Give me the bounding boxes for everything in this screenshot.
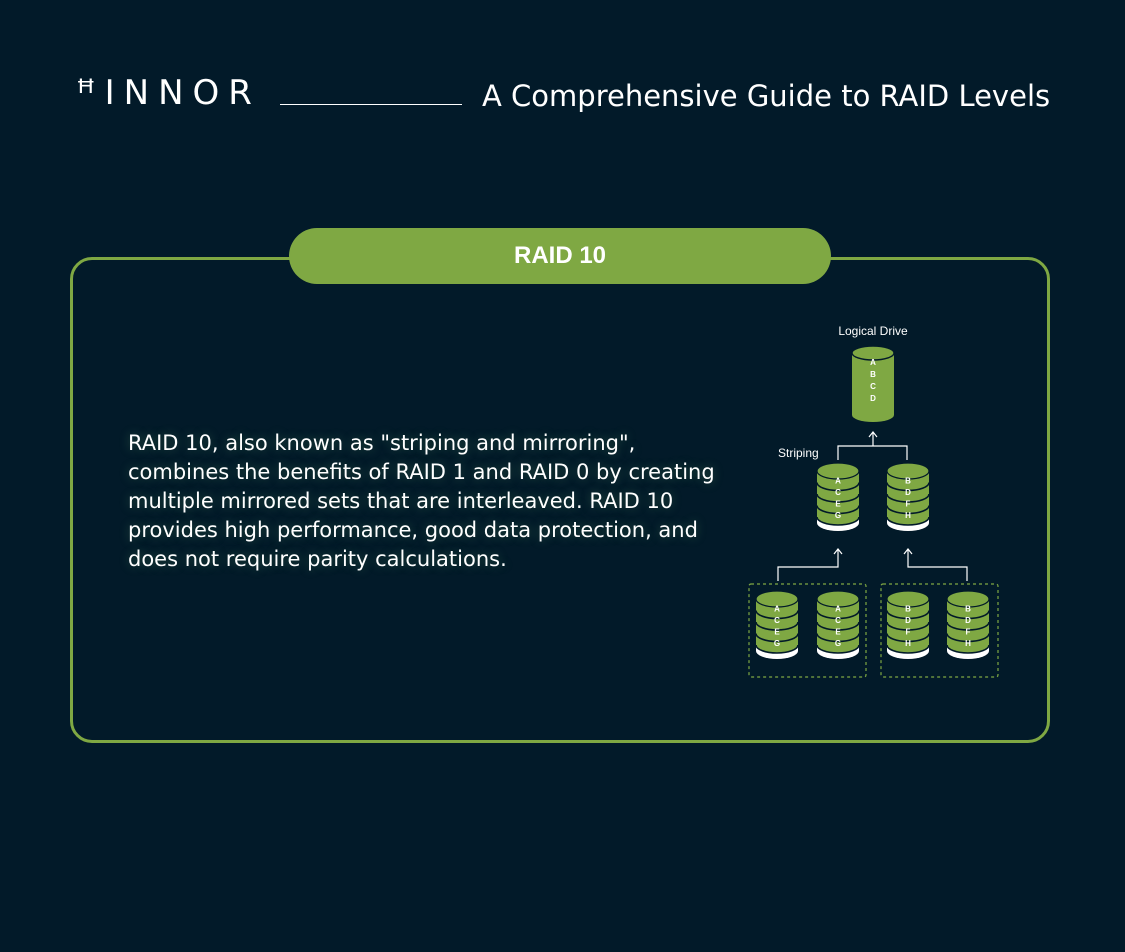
block-label-d: D <box>905 488 911 497</box>
block-label-a: A <box>835 605 841 614</box>
block-label-b: B <box>965 605 971 614</box>
block-label-g: G <box>835 511 841 520</box>
block-label-a: A <box>835 477 841 486</box>
block-label-h: H <box>905 511 911 520</box>
raid-level-heading: RAID 10 <box>289 228 831 284</box>
logical-block-d: D <box>870 394 876 403</box>
block-label-e: E <box>835 628 841 637</box>
raid10-description: RAID 10, also known as "striping and mir… <box>128 431 715 571</box>
striping-label: Striping <box>778 446 819 460</box>
logical-block-a: A <box>870 358 876 367</box>
logical-drive-label: Logical Drive <box>838 324 908 338</box>
mirror-group-left <box>748 583 867 678</box>
block-label-f: F <box>906 500 911 509</box>
block-label-f: F <box>966 628 971 637</box>
header: ꟸINNOR A Comprehensive Guide to RAID Lev… <box>0 0 1125 140</box>
block-label-e: E <box>835 500 841 509</box>
block-label-f: F <box>906 628 911 637</box>
block-label-d: D <box>905 616 911 625</box>
block-label-c: C <box>835 488 841 497</box>
block-label-d: D <box>965 616 971 625</box>
block-label-g: G <box>835 639 841 648</box>
block-label-a: A <box>774 605 780 614</box>
block-label-h: H <box>965 639 971 648</box>
block-label-b: B <box>905 477 911 486</box>
block-label-c: C <box>774 616 780 625</box>
striping-connector <box>837 431 908 460</box>
xinnor-logo: ꟸINNOR <box>76 73 261 113</box>
block-label-b: B <box>905 605 911 614</box>
block-label-g: G <box>774 639 780 648</box>
mirror-connectors <box>777 548 968 581</box>
page-title: A Comprehensive Guide to RAID Levels <box>482 79 1051 113</box>
block-label-h: H <box>905 639 911 648</box>
logical-block-b: B <box>870 370 876 379</box>
mirror-group-right <box>880 583 999 678</box>
header-divider <box>280 104 462 105</box>
logical-block-c: C <box>870 382 876 391</box>
block-label-c: C <box>835 616 841 625</box>
block-label-e: E <box>774 628 780 637</box>
